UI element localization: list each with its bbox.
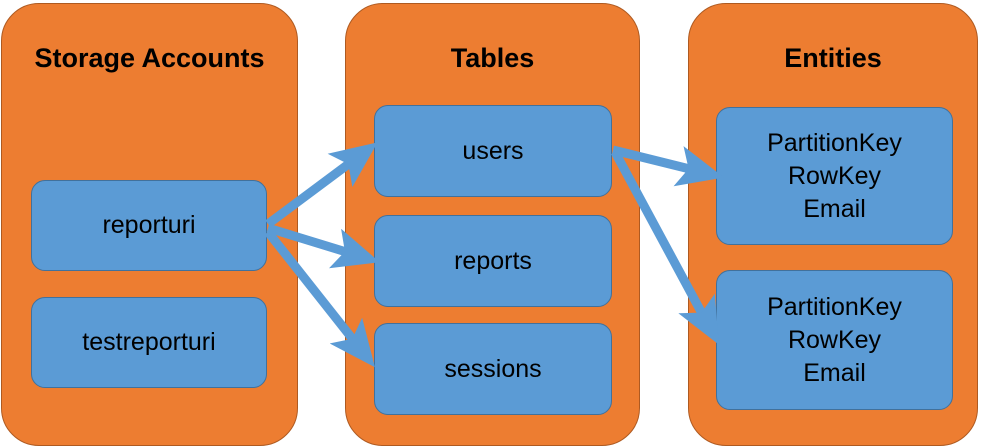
node-reporturi[interactable]: reporturi xyxy=(31,180,267,271)
node-testreporturi[interactable]: testreporturi xyxy=(31,297,267,388)
node-reports[interactable]: reports xyxy=(374,215,612,307)
node-sessions[interactable]: sessions xyxy=(374,323,612,415)
group-title-tables: Tables xyxy=(450,43,535,73)
group-title-entities: Entities xyxy=(784,43,882,73)
node-entity-2[interactable]: PartitionKey RowKey Email xyxy=(716,270,953,410)
node-entity-1[interactable]: PartitionKey RowKey Email xyxy=(716,107,953,245)
node-users[interactable]: users xyxy=(374,105,612,197)
group-title-storage-accounts: Storage Accounts xyxy=(34,43,265,73)
